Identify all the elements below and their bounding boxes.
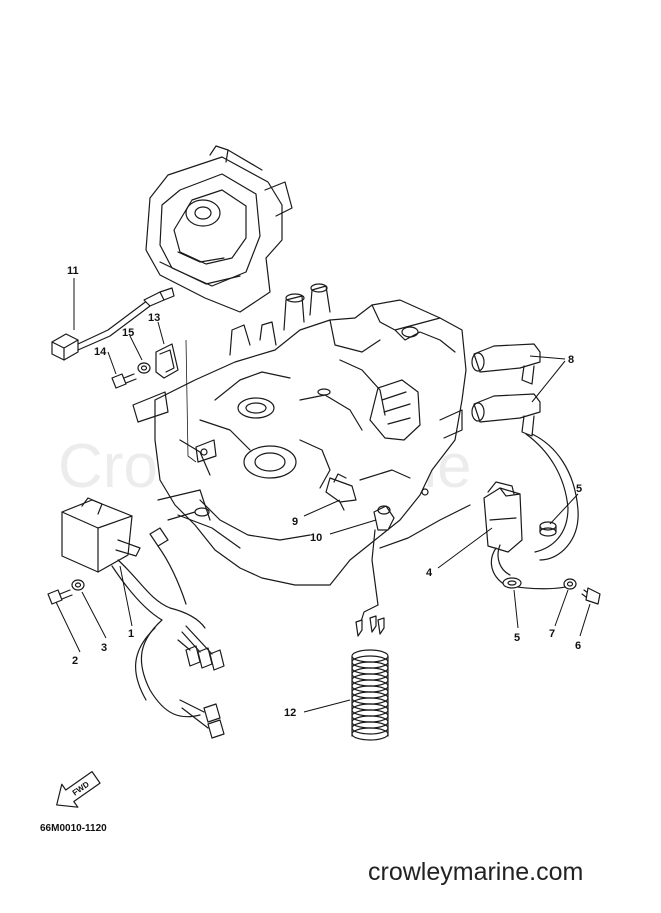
callout-11: 11 [67,265,79,277]
washer-3 [71,579,85,591]
thermo-switch [325,473,357,511]
cdi-unit [61,497,225,739]
callouts: 1 2 3 4 5 5 6 7 8 9 10 11 12 13 14 15 [67,265,582,719]
bolt-2 [47,589,73,605]
clamp-13 [155,339,197,463]
bolt-6 [581,587,601,605]
callout-4: 4 [426,567,433,579]
callout-3: 3 [101,642,107,654]
fwd-arrow-icon: FWD [56,771,101,808]
callout-13: 13 [148,312,160,324]
callout-7: 7 [549,628,555,640]
callout-6: 6 [575,640,581,652]
callout-12: 12 [284,707,296,719]
callout-9: 9 [292,516,298,528]
footer-site: crowleymarine.com [368,858,583,886]
callout-1: 1 [128,628,134,640]
spring-hose [351,649,389,741]
grommet-lower [502,577,522,589]
flywheel-cover [145,145,293,313]
callout-2: 2 [72,655,78,667]
callout-5-lower: 5 [514,632,520,644]
callout-10: 10 [310,532,322,544]
washer-15 [137,362,151,374]
ignition-coil [379,481,573,590]
engine-block [132,283,467,586]
spark-plug-cap [355,505,395,637]
callout-8: 8 [568,354,574,366]
washer-7 [563,578,577,590]
stop-switch [51,287,175,361]
ignition-caps [471,343,579,561]
part-code: 66M0010-1120 [40,823,107,834]
grommet-upper [539,521,557,537]
leader-lines [55,278,591,713]
callout-5-upper: 5 [576,483,582,495]
callout-15: 15 [122,327,134,339]
bolt-14 [111,373,137,389]
callout-14: 14 [94,346,107,358]
